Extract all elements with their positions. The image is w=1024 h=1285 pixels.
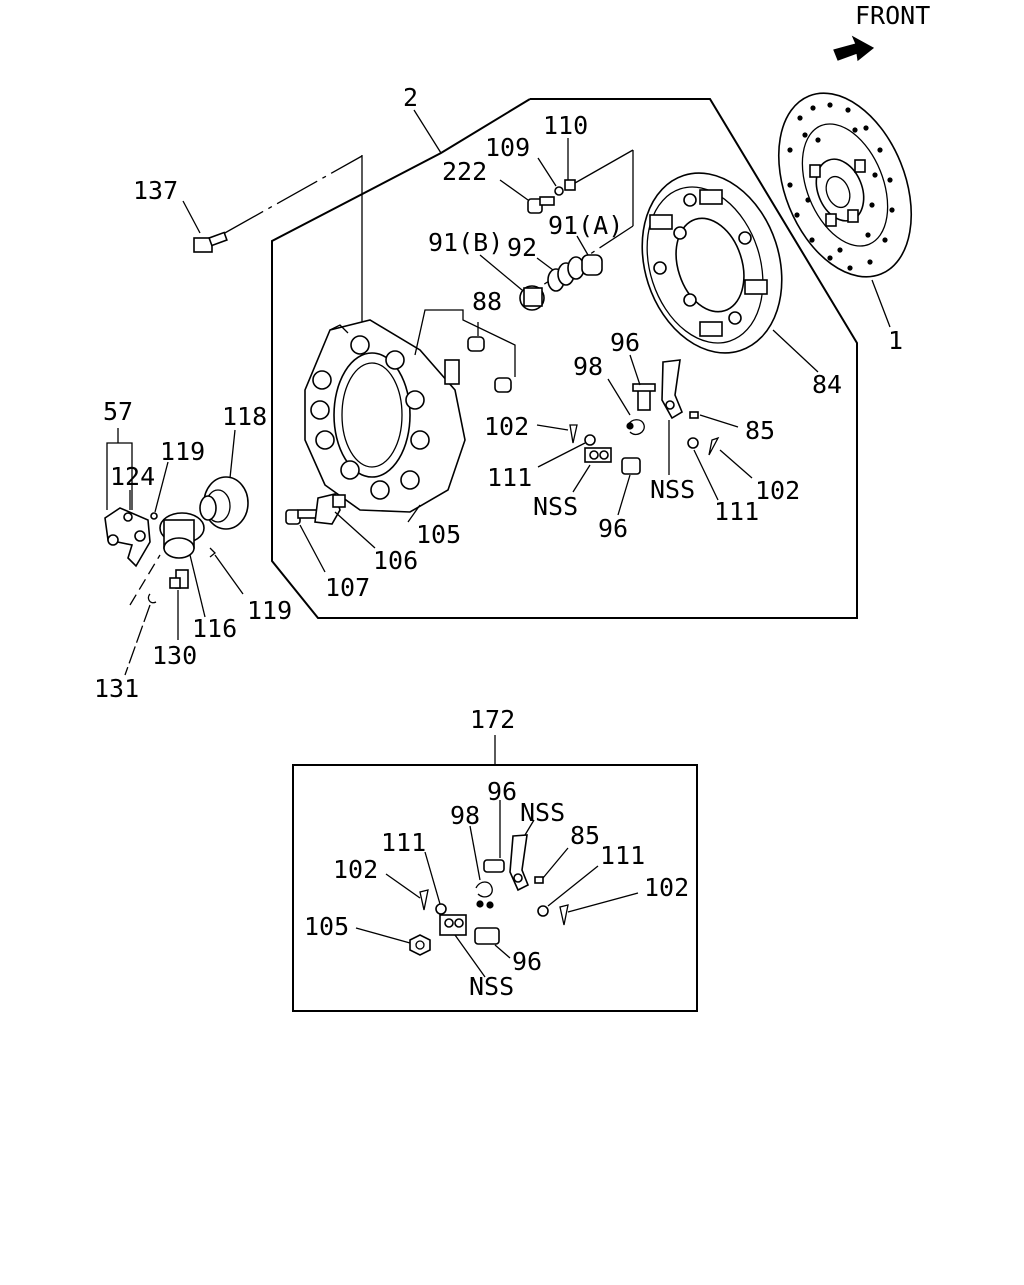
washer-109 bbox=[554, 186, 564, 196]
callout-172: 172 bbox=[470, 705, 515, 734]
pin-85 bbox=[689, 411, 699, 419]
spring-98 bbox=[626, 419, 645, 436]
nss-label-main-a: NSS bbox=[533, 492, 578, 521]
retainer-91a bbox=[581, 254, 603, 276]
kit-nut-105 bbox=[409, 934, 431, 956]
kit-pin-85 bbox=[534, 876, 544, 884]
kit-pin-96-upper bbox=[483, 859, 505, 873]
kit-callout-105: 105 bbox=[304, 912, 349, 941]
kit-cotter-102-right bbox=[559, 904, 569, 926]
callout-98-main: 98 bbox=[573, 352, 603, 381]
front-label: FRONT bbox=[855, 1, 930, 30]
callout-118: 118 bbox=[222, 402, 267, 431]
kit-cotter-102-left bbox=[419, 889, 429, 911]
release-lever bbox=[661, 359, 684, 420]
kit-callout-96b: 96 bbox=[512, 947, 542, 976]
kit-washer-111-right bbox=[537, 905, 549, 917]
kit-callout-111a: 111 bbox=[381, 828, 426, 857]
callout-88: 88 bbox=[472, 287, 502, 316]
callout-105-main: 105 bbox=[416, 520, 461, 549]
bolt-222 bbox=[527, 196, 555, 214]
clutch-cover bbox=[304, 319, 466, 513]
callout-111-main-b: 111 bbox=[714, 497, 759, 526]
callout-107: 107 bbox=[325, 573, 370, 602]
callout-119-lower: 119 bbox=[247, 596, 292, 625]
callout-222: 222 bbox=[442, 157, 487, 186]
callout-116: 116 bbox=[192, 614, 237, 643]
callout-109: 109 bbox=[485, 133, 530, 162]
pressure-plate bbox=[641, 172, 783, 354]
retainer-91b bbox=[519, 285, 545, 311]
callout-131: 131 bbox=[94, 674, 139, 703]
cotter-102-right bbox=[708, 436, 720, 456]
callout-96-main-a: 96 bbox=[610, 328, 640, 357]
kit-nss-label-a: NSS bbox=[520, 798, 565, 827]
callout-84: 84 bbox=[812, 370, 842, 399]
spring-88 bbox=[444, 336, 512, 393]
cotter-102-left bbox=[569, 424, 578, 444]
callout-137: 137 bbox=[133, 176, 178, 205]
kit-nss-label-b: NSS bbox=[469, 972, 514, 1001]
plate-106 bbox=[314, 493, 346, 525]
callout-124: 124 bbox=[110, 462, 155, 491]
pin-96-upper bbox=[632, 383, 656, 411]
kit-callout-102b: 102 bbox=[644, 873, 689, 902]
spring-92 bbox=[547, 256, 585, 292]
callout-96-main-b: 96 bbox=[598, 514, 628, 543]
kit-callout-96a: 96 bbox=[487, 777, 517, 806]
callout-130: 130 bbox=[152, 641, 197, 670]
callout-102-main-b: 102 bbox=[755, 476, 800, 505]
clip-110 bbox=[564, 179, 576, 191]
clutch-disc bbox=[777, 92, 913, 278]
release-bearing-118 bbox=[199, 476, 249, 530]
clip-119-lower bbox=[209, 547, 216, 558]
callout-119-upper: 119 bbox=[160, 437, 205, 466]
sleeve-116 bbox=[159, 512, 205, 559]
kit-washer-111-left bbox=[435, 903, 447, 915]
washer-111-right bbox=[687, 437, 699, 449]
kit-lever bbox=[509, 834, 530, 892]
kit-callout-98: 98 bbox=[450, 801, 480, 830]
callout-102-main-a: 102 bbox=[484, 412, 529, 441]
kit-pin-96-lower bbox=[474, 927, 500, 945]
assembly-2-outline bbox=[271, 98, 858, 619]
callout-92: 92 bbox=[507, 233, 537, 262]
callout-91b: 91(B) bbox=[428, 228, 503, 257]
bolt-137 bbox=[193, 231, 228, 253]
pin-96-lower bbox=[621, 457, 641, 475]
clip-131 bbox=[147, 593, 157, 604]
bolt-130 bbox=[169, 569, 189, 589]
kit-callout-85: 85 bbox=[570, 821, 600, 850]
callout-106: 106 bbox=[373, 546, 418, 575]
callout-91a: 91(A) bbox=[548, 211, 623, 240]
kit-eye-bolt-nss bbox=[439, 914, 467, 936]
callout-57: 57 bbox=[103, 397, 133, 426]
callout-1: 1 bbox=[888, 326, 903, 355]
kit-spring-98 bbox=[475, 881, 494, 909]
washer-111-left bbox=[584, 434, 596, 446]
eye-bolt-nss bbox=[584, 447, 612, 463]
kit-callout-111b: 111 bbox=[600, 841, 645, 870]
release-fork bbox=[104, 507, 151, 568]
callout-110: 110 bbox=[543, 111, 588, 140]
kit-callout-102a: 102 bbox=[333, 855, 378, 884]
kit-172-box bbox=[292, 764, 698, 1012]
callout-111-main-a: 111 bbox=[487, 463, 532, 492]
callout-2: 2 bbox=[403, 83, 418, 112]
nss-label-main-b: NSS bbox=[650, 475, 695, 504]
callout-85-main: 85 bbox=[745, 416, 775, 445]
front-arrow-icon bbox=[833, 35, 875, 62]
clip-119-upper bbox=[150, 512, 158, 520]
